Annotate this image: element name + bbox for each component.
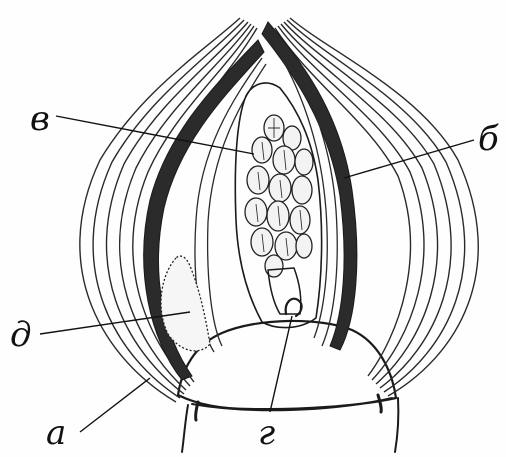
label-d: д (10, 315, 32, 355)
label-a: а (46, 413, 66, 453)
label-g: г (258, 413, 275, 453)
label-v: в (30, 99, 50, 139)
label-b: б (478, 119, 499, 159)
